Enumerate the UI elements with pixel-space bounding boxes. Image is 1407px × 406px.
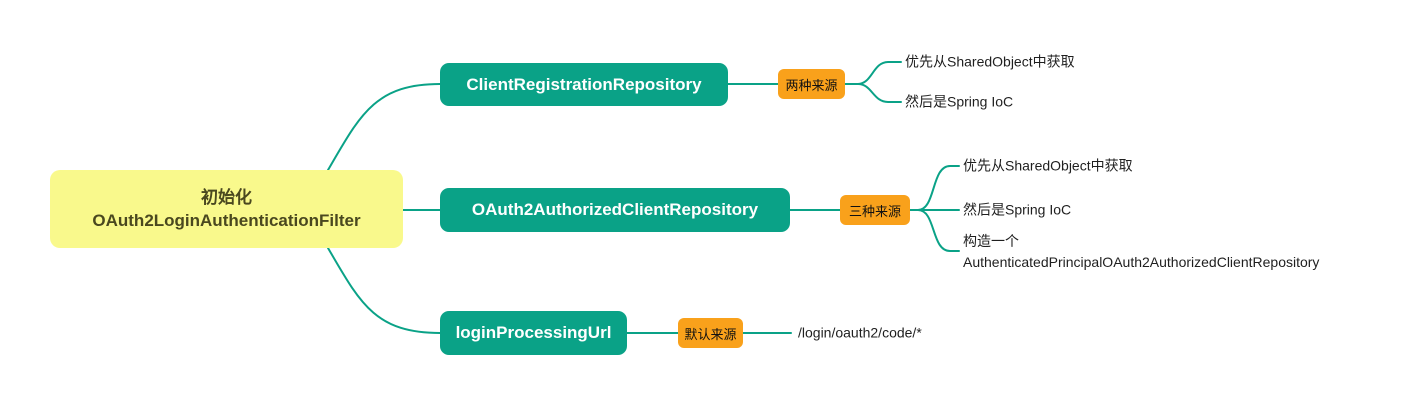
edge-tag-1-to-leaf-1a	[844, 61, 902, 85]
tag-node-three-sources[interactable]: 三种来源	[840, 195, 910, 225]
edge-root-to-branch-3	[327, 247, 441, 334]
root-node-title-line2: OAuth2LoginAuthenticationFilter	[92, 211, 361, 230]
tag-node-default-source[interactable]: 默认来源	[678, 318, 743, 348]
leaf-node[interactable]: 然后是Spring IoC	[963, 201, 1072, 218]
leaf-node[interactable]: 优先从SharedObject中获取	[905, 53, 1075, 70]
branch-node-login-processing-url[interactable]: loginProcessingUrl	[440, 311, 627, 355]
edge-tag-2-to-leaf-2a	[909, 165, 960, 211]
edge-tag-2-to-leaf-2c	[909, 209, 960, 252]
tag-node-two-sources[interactable]: 两种来源	[778, 69, 845, 99]
branch-node-oauth2-authorized-client-repository[interactable]: OAuth2AuthorizedClientRepository	[440, 188, 790, 232]
leaf-node[interactable]: 然后是Spring IoC	[905, 93, 1014, 110]
branch-node-client-registration-repository[interactable]: ClientRegistrationRepository	[440, 63, 728, 106]
edge-tag-1-to-leaf-1b	[844, 83, 902, 103]
edge-root-to-branch-1	[327, 83, 441, 171]
leaf-node[interactable]: 优先从SharedObject中获取	[963, 157, 1133, 174]
leaf-node[interactable]: 构造一个 AuthenticatedPrincipalOAuth2Authori…	[963, 233, 1320, 270]
leaf-node[interactable]: /login/oauth2/code/*	[798, 324, 922, 341]
root-node[interactable]: 初始化 OAuth2LoginAuthenticationFilter	[50, 170, 403, 248]
root-node-title-line1: 初始化	[201, 188, 252, 207]
